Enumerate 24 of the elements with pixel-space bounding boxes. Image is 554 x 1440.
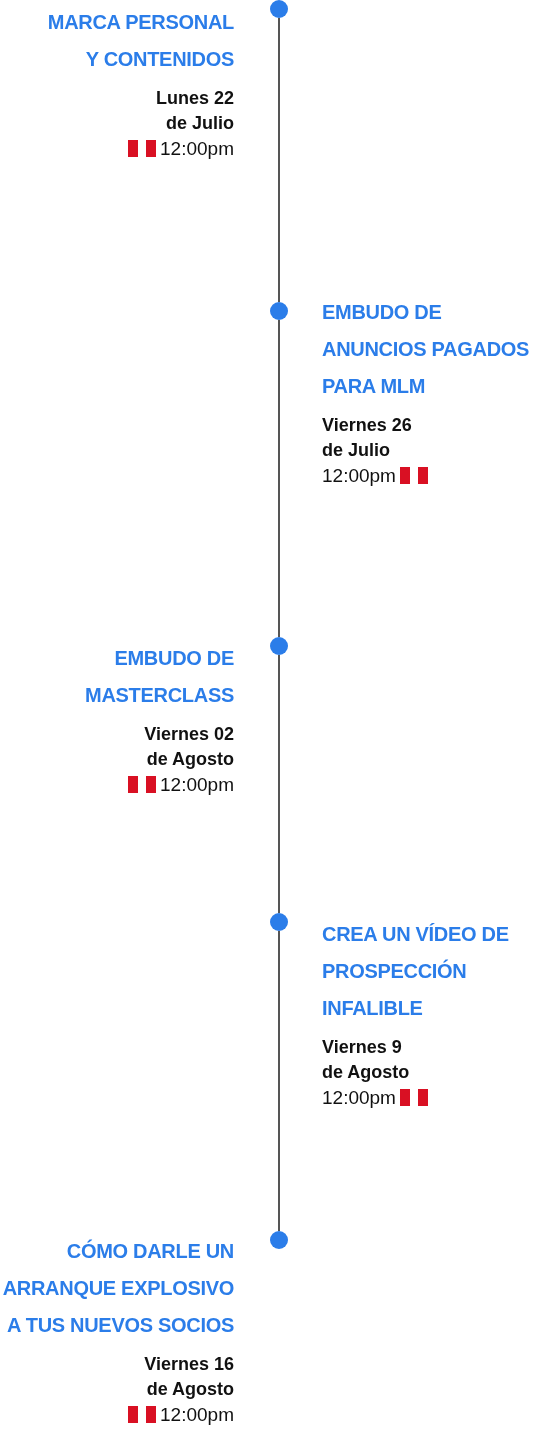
session-time: 12:00pm — [160, 773, 234, 797]
session-time: 12:00pm — [160, 137, 234, 161]
timeline-line — [278, 319, 280, 638]
timeline-line — [278, 17, 280, 303]
session-time: 12:00pm — [322, 1086, 396, 1110]
timeline-dot — [270, 637, 288, 655]
timeline-dot — [270, 913, 288, 931]
timeline-dot — [270, 302, 288, 320]
session-date: Lunes 22 de Julio — [154, 87, 234, 135]
session-title: EMBUDO DE MASTERCLASS — [84, 646, 234, 708]
timeline-line — [278, 930, 280, 1232]
session-date: Viernes 02 de Agosto — [143, 723, 234, 771]
session-date: Viernes 16 de Agosto — [143, 1353, 234, 1401]
session-title: EMBUDO DE ANUNCIOS PAGADOS PARA MLM — [322, 300, 531, 399]
session-title: CÓMO DARLE UN ARRANQUE EXPLOSIVO A TUS NUEVOS SOCIOS — [1, 1238, 234, 1338]
timeline-dot — [270, 0, 288, 18]
session-date: Viernes 9 de Agosto — [322, 1036, 411, 1084]
session-time: 12:00pm — [160, 1403, 234, 1427]
session-date: Viernes 26 de Julio — [322, 414, 413, 462]
session-title: MARCA PERSONAL Y CONTENIDOS — [46, 10, 234, 72]
timeline-line — [278, 654, 280, 914]
session-title: CREA UN VÍDEO DE PROSPECCIÓN INFALIBLE — [322, 922, 510, 1021]
timeline-dot — [270, 1231, 288, 1249]
session-time: 12:00pm — [322, 464, 396, 488]
